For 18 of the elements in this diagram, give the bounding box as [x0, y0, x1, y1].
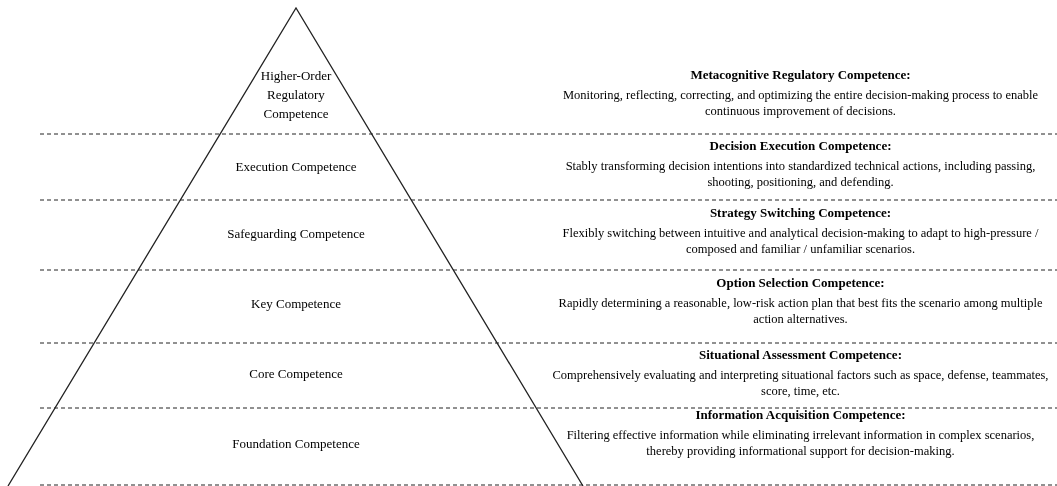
competence-heading: Information Acquisition Competence: — [694, 406, 907, 424]
competence-heading: Strategy Switching Competence: — [708, 204, 893, 222]
competence-heading: Decision Execution Competence: — [708, 137, 893, 155]
competence-description: Monitoring, reflecting, correcting, and optimizing the entire decision-making process to enable continuous improvement of decisions. — [561, 87, 1040, 119]
level-label: Higher-Order Regulatory Competence — [259, 67, 333, 123]
competence-description: Stably transforming decision intentions into standardized technical actions, including passing, shooting, positioning, and defending. — [564, 158, 1037, 190]
level-label: Foundation Competence — [231, 435, 361, 453]
level-label: Core Competence — [248, 365, 344, 383]
competence-heading: Metacognitive Regulatory Competence: — [689, 66, 912, 84]
competence-description: Flexibly switching between intuitive and analytical decision-making to adapt to high-pressure / composed and familiar / unfamiliar scenarios. — [561, 225, 1040, 257]
level-label: Safeguarding Competence — [226, 225, 366, 243]
level-label: Execution Competence — [234, 158, 358, 176]
competence-description: Filtering effective information while eliminating irrelevant information in complex scenarios, thereby providing informational support for decision-making. — [565, 427, 1036, 459]
competence-description: Comprehensively evaluating and interpreting situational factors such as space, defense, teammates, score, time, etc. — [551, 367, 1050, 399]
level-label: Key Competence — [250, 295, 342, 313]
competence-description: Rapidly determining a reasonable, low-risk action plan that best fits the scenario among multiple action alternatives. — [557, 295, 1044, 327]
competence-heading: Option Selection Competence: — [715, 274, 886, 292]
competence-heading: Situational Assessment Competence: — [698, 346, 903, 364]
